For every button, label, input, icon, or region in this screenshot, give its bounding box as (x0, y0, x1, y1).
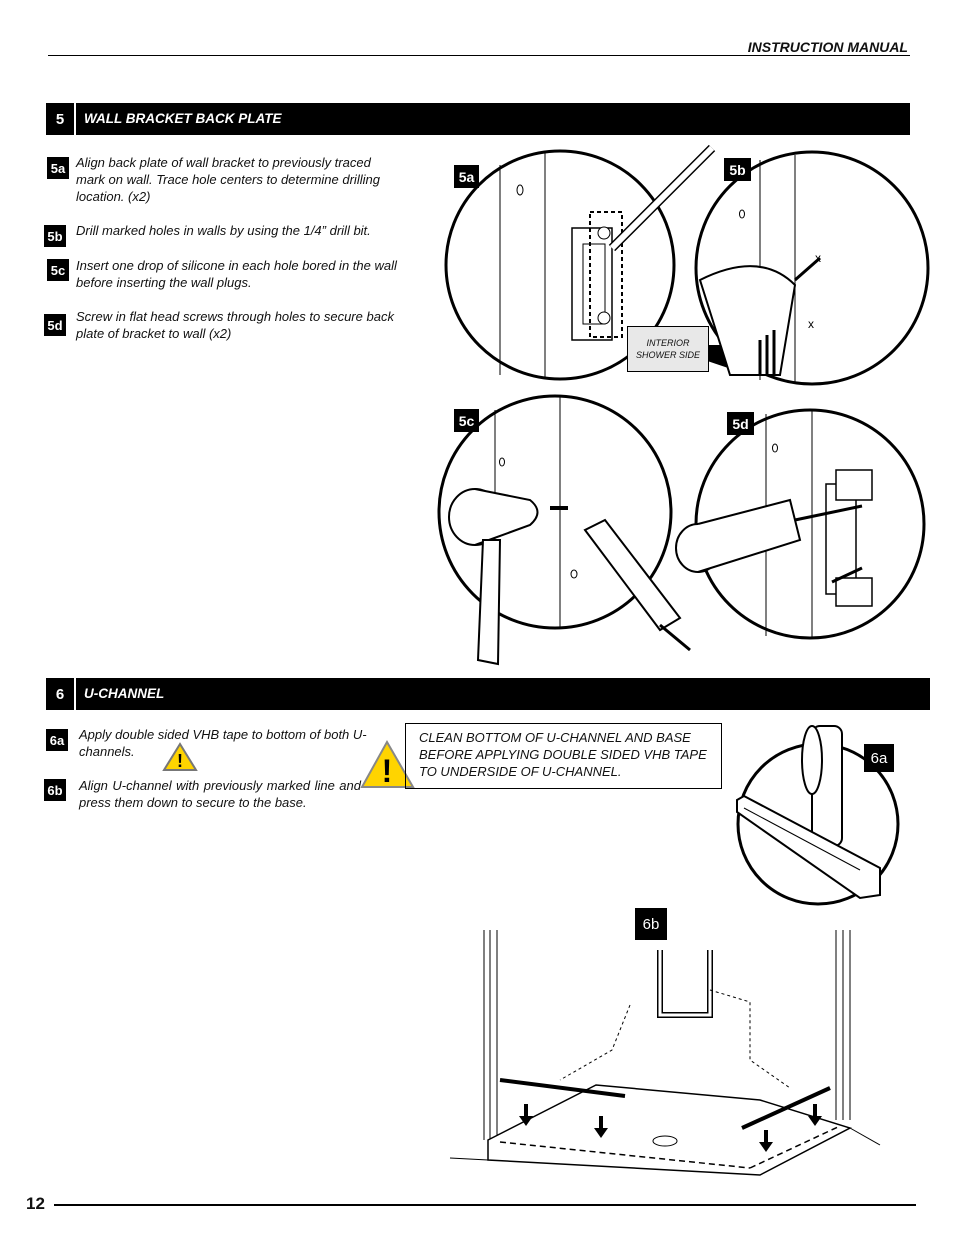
step-5a-text: Align back plate of wall bracket to prev… (76, 155, 380, 204)
cleaning-note-box: CLEAN BOTTOM OF U-CHANNEL AND BASE BEFOR… (405, 723, 722, 789)
interior-shower-side-label: INTERIOR SHOWER SIDE (627, 326, 709, 372)
step-6a-text: Apply double sided VHB tape to bottom of… (79, 727, 367, 759)
figure-5a-badge: 5a (454, 165, 479, 188)
cleaning-note-text: CLEAN BOTTOM OF U-CHANNEL AND BASE BEFOR… (419, 730, 707, 779)
step-6a-badge: 6a (46, 729, 68, 751)
step-6b-text: Align U-channel with previously marked l… (79, 778, 361, 810)
section-5-bar: 5 WALL BRACKET BACK PLATE (46, 103, 910, 135)
figure-5b-badge: 5b (724, 158, 751, 181)
section-6-title: U-CHANNEL (84, 686, 165, 701)
footer-rule (54, 1204, 916, 1206)
5b-x-mark-1: x (815, 251, 821, 265)
figure-6b-badge: 6b (635, 908, 667, 940)
step-5d-text: Screw in flat head screws through holes … (76, 309, 394, 341)
step-5d-badge: 5d (44, 314, 66, 336)
warning-icon-small: ! (162, 742, 198, 771)
5b-x-mark-2: x (808, 317, 814, 331)
section-6-number: 6 (46, 678, 76, 710)
step-6b-badge: 6b (44, 779, 66, 801)
warning-icon-small-glyph: ! (177, 751, 183, 771)
warning-icon-large: ! (360, 739, 415, 789)
header-rule (48, 55, 910, 56)
manual-header-title: INSTRUCTION MANUAL (747, 39, 908, 55)
step-5b-text: Drill marked holes in walls by using the… (76, 223, 371, 238)
warning-icon-large-glyph: ! (382, 753, 393, 789)
step-5c-badge: 5c (47, 259, 69, 281)
interior-shower-side-text: INTERIOR SHOWER SIDE (635, 338, 700, 360)
step-5b-badge: 5b (44, 225, 66, 247)
section-5-number: 5 (46, 103, 76, 135)
section-6-bar: 6 U-CHANNEL (46, 678, 930, 710)
page-number: 12 (26, 1194, 45, 1213)
figure-5d-badge: 5d (727, 412, 754, 435)
figure-6a-badge: 6a (864, 744, 894, 772)
figure-5c-badge: 5c (454, 409, 479, 432)
step-5a-badge: 5a (47, 157, 69, 179)
step-5c-text: Insert one drop of silicone in each hole… (76, 258, 397, 290)
section-5-title: WALL BRACKET BACK PLATE (84, 111, 282, 126)
